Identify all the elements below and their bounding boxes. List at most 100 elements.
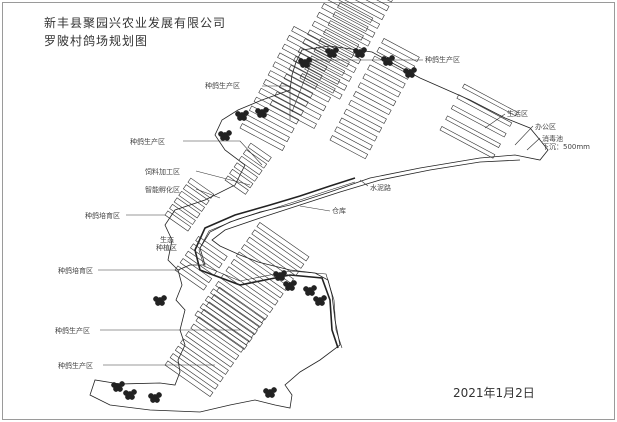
pigeon-house xyxy=(195,235,228,262)
plan-title: 罗陂村鸽场规划图 xyxy=(44,34,149,48)
label-warehouse: 仓库 xyxy=(332,207,346,215)
pigeon-house xyxy=(190,243,223,269)
label-smart-hatching: 智能孵化区 xyxy=(145,186,180,194)
pigeon-house xyxy=(307,29,355,59)
pigeon-house xyxy=(242,149,268,169)
tree-icon xyxy=(123,389,137,400)
production-block-top-left xyxy=(239,26,337,151)
label-sink-depth: 下沉：500mm xyxy=(542,143,590,151)
pigeon-house xyxy=(229,168,254,189)
tree-icon xyxy=(283,280,297,291)
pigeon-house xyxy=(164,210,192,232)
tree-icon xyxy=(353,47,367,58)
pigeon-house xyxy=(247,142,272,162)
pigeon-house xyxy=(241,244,294,284)
pigeon-house xyxy=(216,286,265,324)
pigeon-house xyxy=(185,330,234,368)
pigeon-house xyxy=(348,99,387,124)
pigeon-house xyxy=(362,73,401,98)
pigeon-house xyxy=(179,258,213,284)
tree-icon xyxy=(313,295,327,306)
production-block-top-mid xyxy=(269,0,374,129)
pigeon-house xyxy=(205,301,255,338)
pigeon-house xyxy=(278,82,327,112)
tree-icon xyxy=(403,67,417,78)
site-outline-north xyxy=(89,45,549,413)
pigeon-house xyxy=(450,104,507,138)
tree-icon xyxy=(153,295,167,306)
pigeon-house xyxy=(263,79,309,107)
pigeon-house xyxy=(211,294,260,331)
pigeon-house xyxy=(341,0,385,21)
tree-icon xyxy=(381,55,395,66)
pigeon-house xyxy=(288,64,336,94)
label-production-top-right: 种鸽生产区 xyxy=(425,56,460,64)
pigeon-house xyxy=(182,184,210,206)
pigeon-house xyxy=(381,38,420,63)
label-living-area: 生活区 xyxy=(507,110,528,118)
label-production-bottom-2: 种鸽生产区 xyxy=(58,362,93,370)
pigeon-house xyxy=(343,108,383,133)
pigeon-house xyxy=(174,265,207,291)
tree-icon xyxy=(235,110,249,121)
pigeon-house xyxy=(230,258,284,299)
pigeon-house xyxy=(332,11,376,38)
label-feed-processing: 饲料加工区 xyxy=(145,168,180,176)
pigeon-house xyxy=(311,20,360,50)
pigeon-house xyxy=(184,250,218,276)
pigeon-house xyxy=(220,273,274,313)
pigeon-house xyxy=(353,91,392,116)
pigeon-house xyxy=(225,266,279,306)
pigeon-house xyxy=(256,222,310,262)
pigeon-house xyxy=(180,338,229,375)
pigeon-house xyxy=(272,61,318,90)
pigeon-house xyxy=(195,316,245,353)
pigeon-house xyxy=(325,0,374,23)
label-eco-planting-2: 种植区 xyxy=(156,244,177,252)
living-block xyxy=(439,83,518,159)
pigeon-house xyxy=(239,123,286,151)
pigeon-house xyxy=(321,3,369,32)
pigeon-house xyxy=(174,345,224,383)
pigeon-house xyxy=(224,175,249,195)
pigeon-house xyxy=(338,117,378,142)
pigeon-house xyxy=(346,0,390,12)
pigeon-house xyxy=(253,96,300,125)
pigeon-house xyxy=(337,2,381,29)
tree-icon xyxy=(303,285,317,296)
pigeon-house xyxy=(293,56,341,85)
pigeon-house xyxy=(248,105,295,134)
label-production-top-left: 种鸽生产区 xyxy=(130,138,165,146)
label-cement-road: 水泥路 xyxy=(370,184,391,192)
pigeon-house xyxy=(269,100,317,129)
pigeon-house xyxy=(173,197,201,219)
tree-icon xyxy=(111,381,125,392)
label-eco-planting-1: 生态 xyxy=(160,236,174,244)
pigeon-house xyxy=(238,155,263,176)
pigeon-house xyxy=(169,353,219,390)
tree-icon xyxy=(148,392,162,403)
tree-icon xyxy=(263,387,277,398)
cement-road xyxy=(194,177,356,349)
pigeon-house xyxy=(445,115,501,148)
feed-hatching-block xyxy=(224,142,272,195)
pigeon-house xyxy=(246,236,300,277)
production-block-center xyxy=(329,38,420,160)
pigeon-house xyxy=(439,126,496,159)
pigeon-house xyxy=(215,280,269,321)
pigeon-house xyxy=(233,162,258,182)
tree-icon xyxy=(255,107,269,118)
breeding-block-bottom xyxy=(174,235,228,291)
tree-icon xyxy=(325,47,339,58)
tree-icon xyxy=(298,57,312,68)
label-disinfection-pool: 消毒池 xyxy=(542,135,563,143)
label-production-top-mid: 种鸽生产区 xyxy=(205,82,240,90)
label-breeding-top: 种鸽培育区 xyxy=(85,212,120,220)
pigeon-house xyxy=(297,47,346,76)
pigeon-house xyxy=(258,87,304,116)
company-title: 新丰县聚园兴农业发展有限公司 xyxy=(44,16,227,30)
pigeon-house xyxy=(367,64,406,89)
